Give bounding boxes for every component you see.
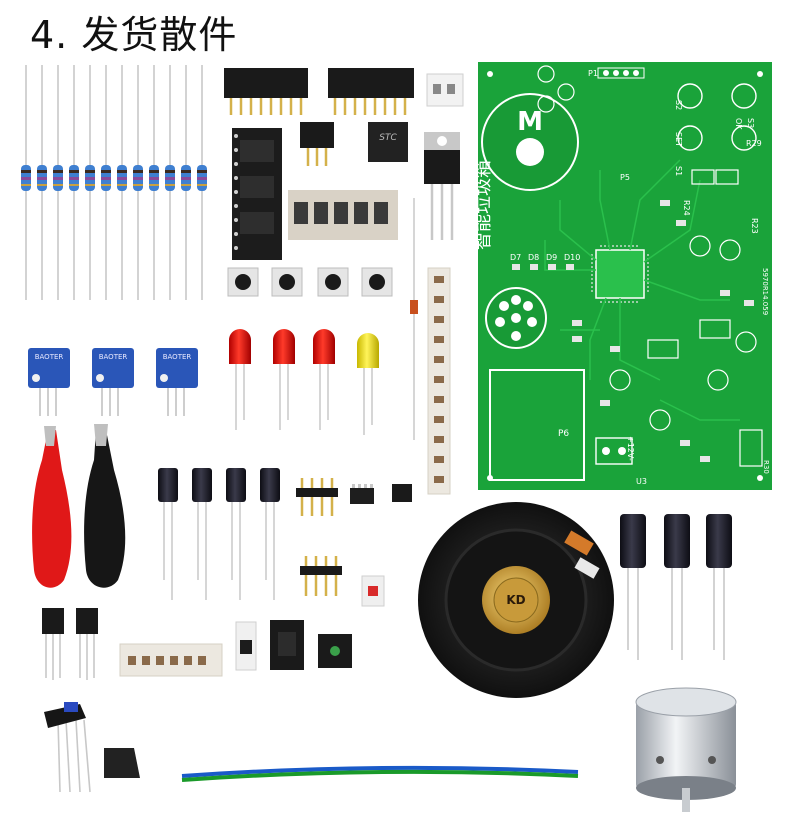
pot-label-1: BAOTER [35, 353, 64, 361]
pcb-motor-mark: M [517, 107, 543, 137]
male-header-3pin [300, 122, 334, 166]
speaker-label: KD [506, 593, 525, 607]
resistor-group [25, 65, 203, 300]
speaker: KD [418, 502, 614, 698]
alligator-clip-black [84, 424, 126, 588]
pcb-label-p6: P6 [558, 429, 569, 439]
page-title: 4. 发货散件 [30, 13, 238, 57]
chip-label: STC [379, 133, 397, 143]
male-header-4pin [296, 478, 338, 516]
ir-sensor [44, 702, 91, 793]
pcb-label-s2: S2 [674, 100, 683, 110]
white-connector [426, 73, 464, 107]
hookup-wire [181, 765, 579, 782]
jumper-cap [392, 484, 412, 502]
pcb-label-r29: R29 [746, 139, 762, 148]
small-ic-8pin [350, 484, 374, 504]
voltage-regulator [424, 132, 460, 240]
potentiometers: BAOTER BAOTER BAOTER [28, 348, 198, 416]
small-module [104, 748, 140, 778]
pcb-label-s1: S1 [674, 166, 683, 176]
ir-receiver [318, 634, 352, 668]
pot-label-3: BAOTER [163, 353, 192, 361]
pcb-label-r24: R24 [682, 200, 691, 216]
smd-tape-horizontal [288, 190, 398, 240]
pcb-speaker-holes [485, 287, 547, 349]
pcb-label-r23: R23 [750, 218, 759, 234]
smd-tape-bottom [119, 643, 223, 677]
pcb-board: M 智能垃圾箱 P6 [473, 62, 772, 490]
small-smd-part [361, 575, 385, 607]
pcb-label-d7: D7 [510, 253, 521, 262]
pcb-label-set: SET [674, 132, 683, 147]
pcb-label-d8: D8 [528, 253, 539, 262]
pcb-label-p1: P1 [588, 69, 598, 78]
ic-socket [270, 620, 304, 670]
pcb-label-ok: OK [734, 118, 743, 130]
female-header-8pin-2 [328, 68, 414, 115]
pcb-label-u3: U3 [636, 477, 647, 486]
dc-motor [635, 687, 737, 812]
pot-label-2: BAOTER [99, 353, 128, 361]
pcb-label-d10: D10 [564, 253, 580, 262]
pcb-label-model: 5970R14.059 [761, 268, 769, 315]
mcu-chip: STC [368, 122, 408, 162]
pcb-label-p5: P5 [620, 173, 630, 182]
alligator-clip-red [32, 426, 72, 588]
male-header-angled [300, 556, 342, 596]
pcb-board-name: 智能垃圾箱 [473, 160, 494, 250]
transistors [42, 608, 98, 680]
smd-single [235, 621, 257, 671]
pcb-label-power: +12V- [626, 436, 635, 461]
small-capacitors [158, 468, 280, 600]
leds [229, 329, 379, 435]
pcb-label-s3: S3 [746, 118, 755, 128]
large-capacitors [620, 514, 732, 660]
resistor-bodies [21, 165, 207, 191]
pcb-label-r30: R30 [762, 460, 770, 474]
ic-tape-strip [232, 128, 282, 260]
pcb-label-d9: D9 [546, 253, 557, 262]
diode [410, 198, 418, 440]
tact-switches [227, 267, 393, 297]
female-header-8pin [224, 68, 308, 115]
smd-tape-vertical [427, 267, 451, 495]
